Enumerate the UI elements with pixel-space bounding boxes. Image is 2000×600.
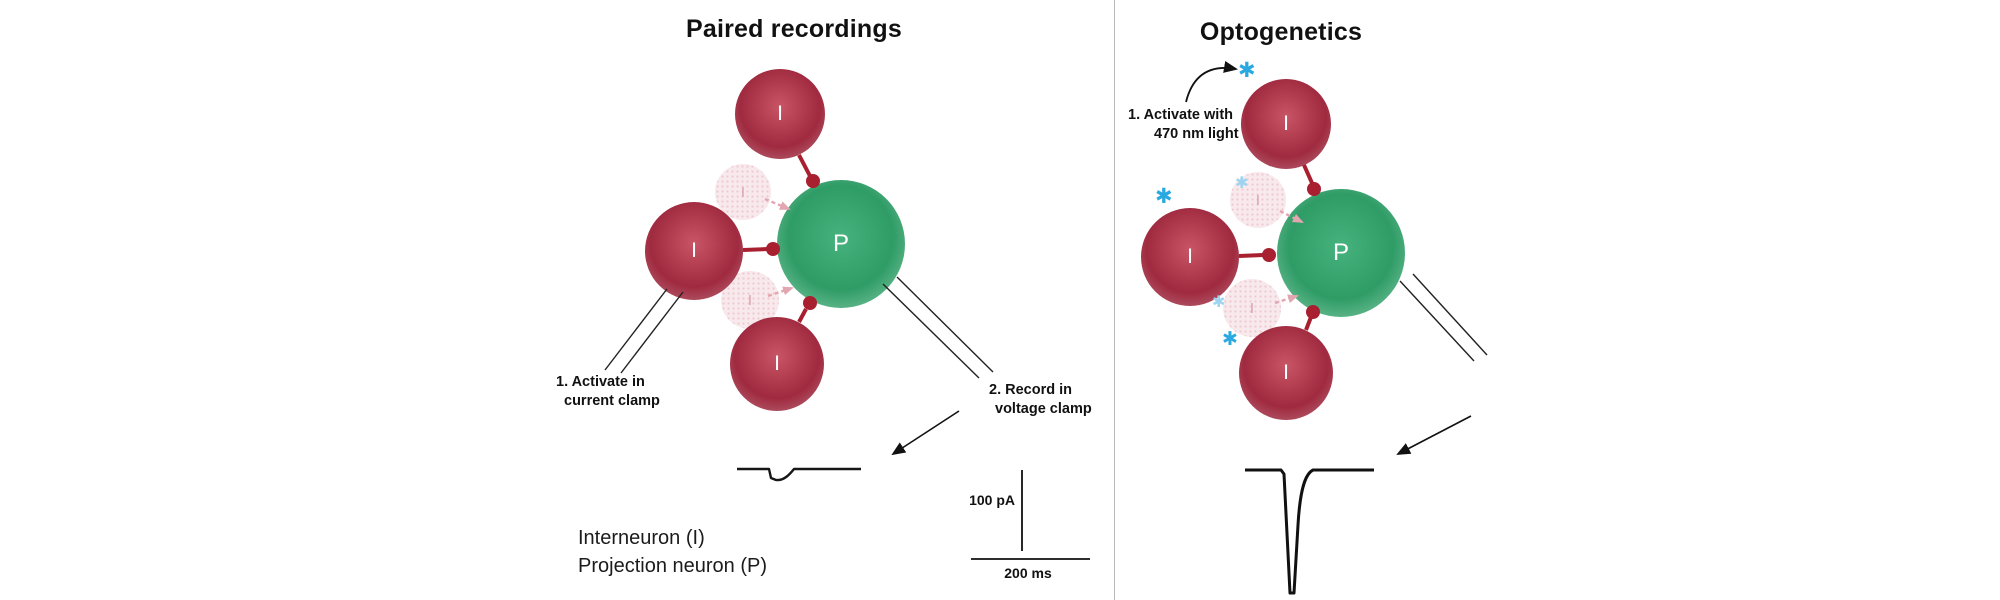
light-activate-annotation: 1. Activate with 470 nm light — [1128, 106, 1239, 144]
light-pulse-icon: ✱ — [1155, 185, 1173, 208]
legend-interneuron: Interneuron (I) — [578, 527, 705, 549]
interneuron-label: I — [691, 239, 697, 262]
faded-interneuron-circle: I — [1230, 172, 1286, 228]
light-pulse-icon: ✱ — [1212, 294, 1226, 311]
faded-interneuron-circle: I — [715, 164, 771, 220]
interneuron-circle-bottom: I — [1239, 326, 1333, 420]
projection-neuron-circle: P — [1277, 189, 1405, 317]
optogenetics-trace — [1245, 468, 1374, 595]
light-pulse-icon: ✱ — [1235, 175, 1249, 192]
paired-recordings-title: Paired recordings — [686, 15, 902, 43]
interneuron-circle-top: I — [735, 69, 825, 159]
record-annotation-line2: voltage clamp — [995, 401, 1092, 417]
activate-annotation-line2: current clamp — [564, 393, 660, 409]
interneuron-label: I — [1283, 361, 1289, 384]
synapse-dot — [1262, 248, 1276, 262]
faded-interneuron-label: I — [1249, 299, 1255, 317]
panel-divider — [1114, 0, 1115, 600]
projection-neuron-label: P — [832, 230, 849, 257]
light-activate-line2: 470 nm light — [1154, 126, 1239, 142]
light-activation-arrow — [1185, 61, 1238, 103]
light-pulse-icon: ✱ — [1222, 329, 1238, 350]
legend: Interneuron (I) Projection neuron (P) — [578, 524, 767, 580]
projection-neuron-circle: P — [777, 180, 905, 308]
light-pulse-icon: ✱ — [1238, 59, 1256, 82]
interneuron-circle-left: I — [645, 202, 743, 300]
faded-interneuron-label: I — [747, 291, 753, 309]
light-activate-line1: 1. Activate with — [1128, 107, 1234, 123]
record-annotation: 2. Record in voltage clamp — [989, 381, 1092, 419]
time-scale-label: 200 ms — [1004, 565, 1052, 581]
optogenetics-title: Optogenetics — [1199, 18, 1363, 46]
activate-annotation-line1: 1. Activate in — [556, 374, 645, 390]
pointer-lines-right — [1399, 273, 1488, 362]
interneuron-circle-bottom: I — [730, 317, 824, 411]
interneuron-label: I — [774, 352, 780, 375]
interneuron-label: I — [1187, 245, 1193, 268]
trace-arrow-right — [1396, 415, 1472, 455]
projection-neuron-label: P — [1332, 239, 1349, 266]
faded-interneuron-label: I — [1255, 191, 1261, 209]
faded-interneuron-label: I — [740, 183, 746, 201]
paired-recording-trace — [737, 467, 861, 482]
interneuron-label: I — [777, 102, 783, 125]
interneuron-circle-top: I — [1241, 79, 1331, 169]
current-scale-label: 100 pA — [969, 492, 1015, 508]
legend-projection: Projection neuron (P) — [578, 555, 767, 577]
activate-annotation: 1. Activate in current clamp — [556, 373, 660, 411]
interneuron-circle-left: I — [1141, 208, 1239, 306]
trace-arrow-left — [891, 410, 960, 456]
record-annotation-line1: 2. Record in — [989, 382, 1072, 398]
interneuron-label: I — [1283, 112, 1289, 135]
